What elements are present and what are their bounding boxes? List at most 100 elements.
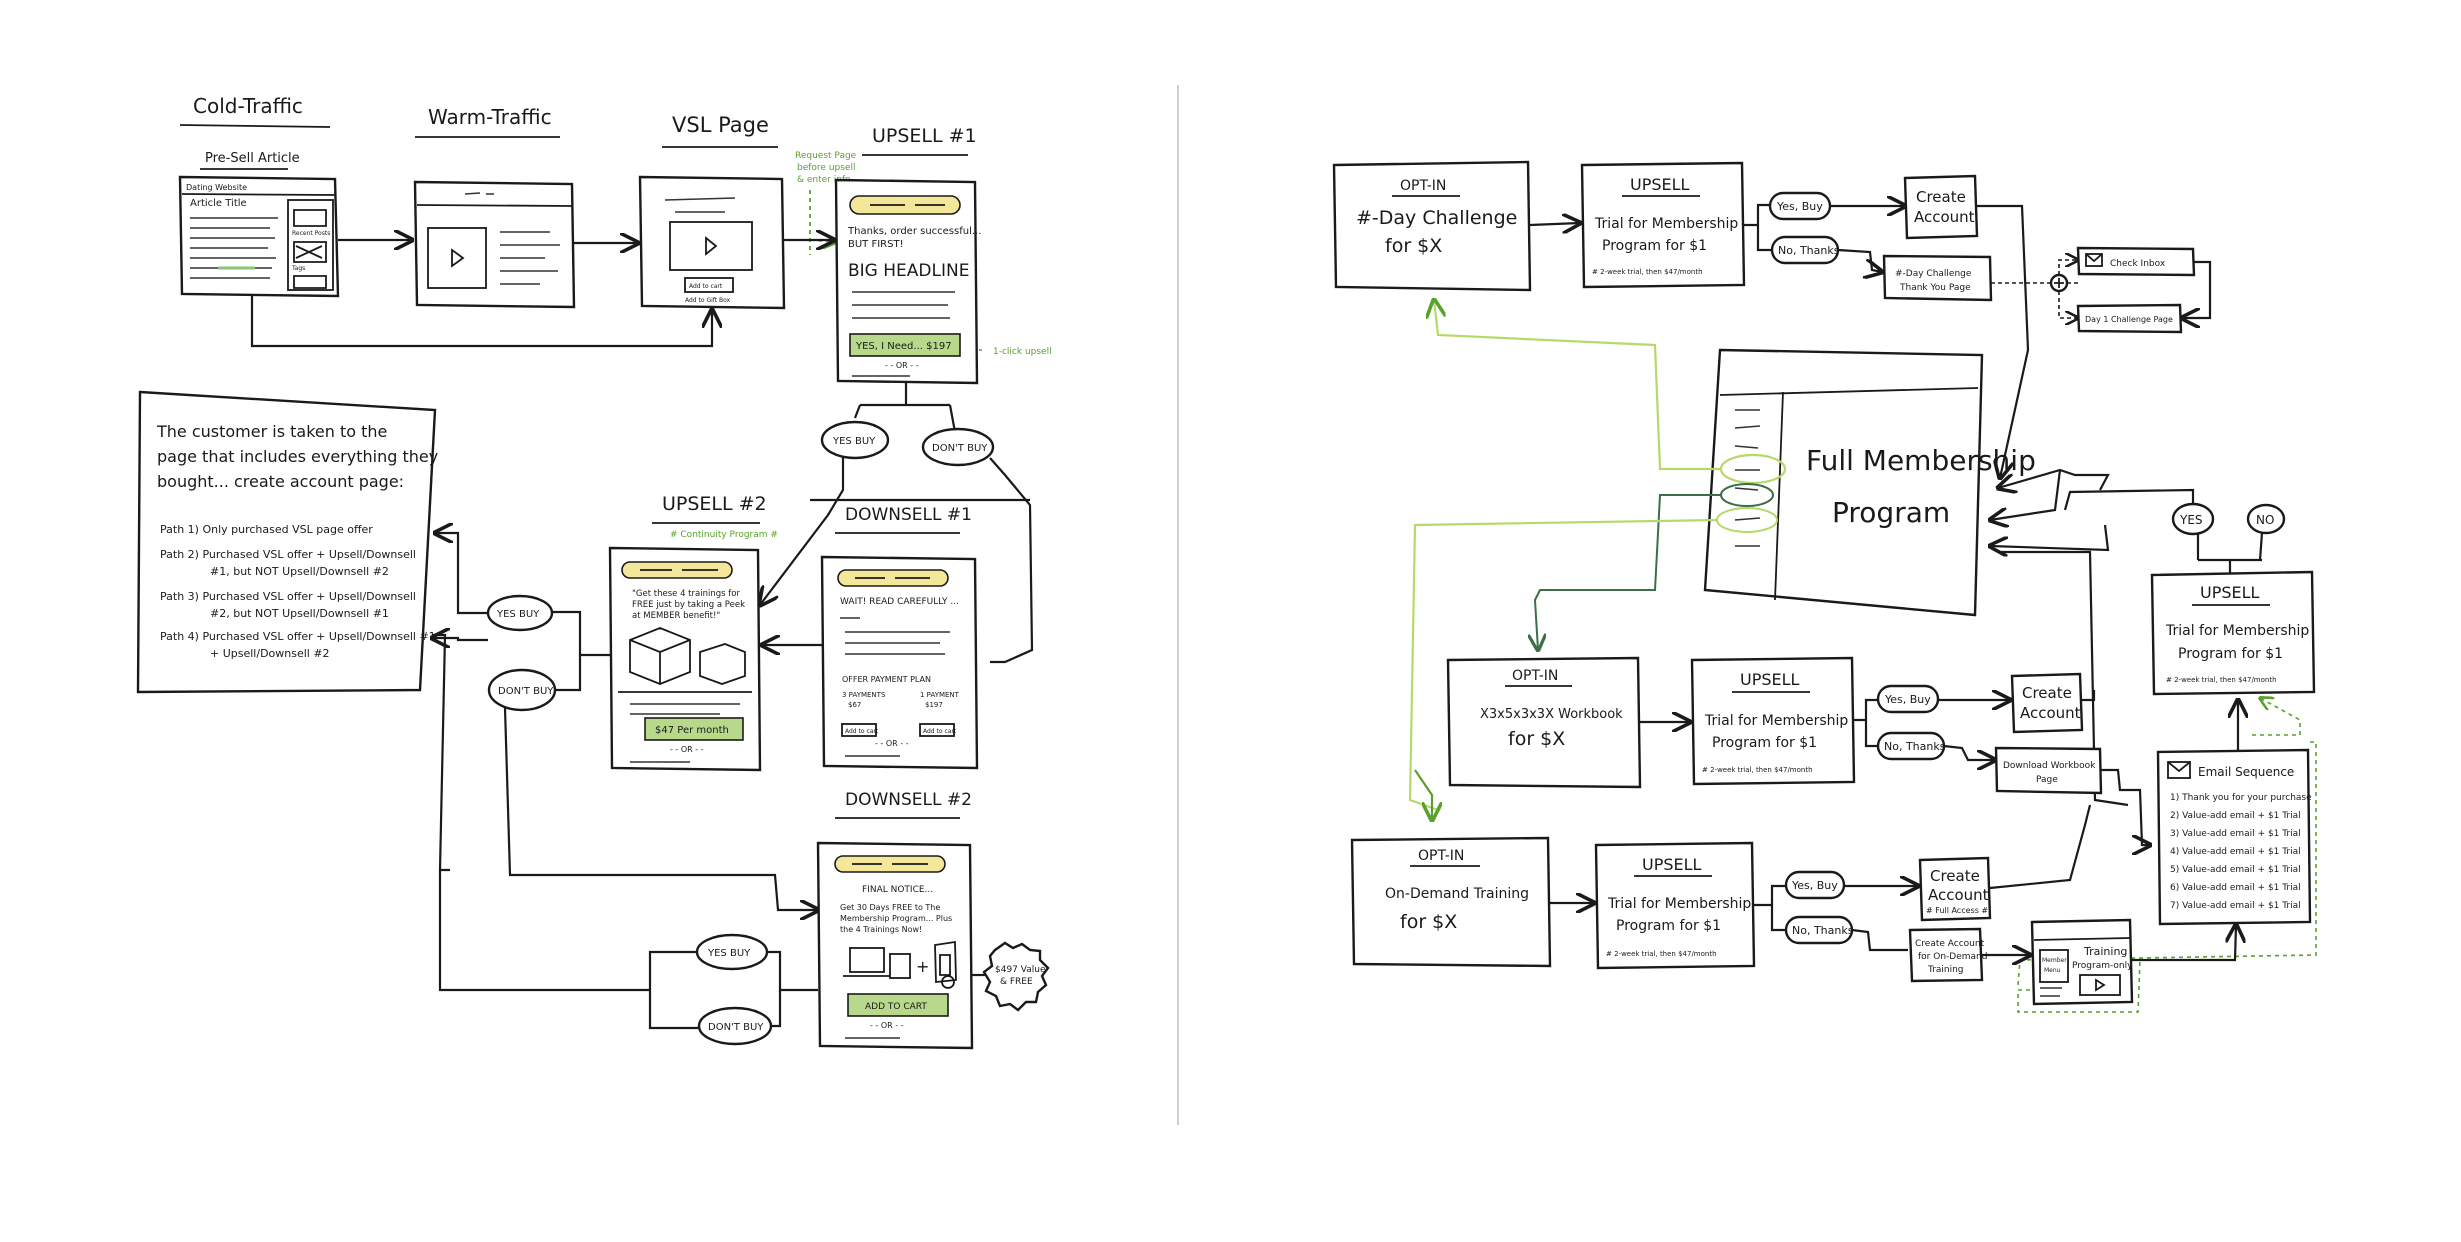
create-account-full-c: # Full Access #	[1926, 906, 1988, 915]
presell-caption: Pre-Sell Article	[205, 151, 300, 166]
training-side-b: Menu	[2044, 967, 2061, 974]
upsell-trial-3-line1: Trial for Membership	[1607, 896, 1751, 912]
membership-line1: Full Membership	[1806, 444, 2036, 477]
optin1-line2: for $X	[1385, 235, 1442, 257]
header-downsell-1: DOWNSELL #1	[845, 505, 972, 525]
header-cold-traffic: Cold-Traffic	[193, 94, 303, 118]
downsell1-offer: OFFER PAYMENT PLAN	[842, 675, 931, 684]
note-one-click: 1-click upsell	[993, 347, 1052, 357]
create-account-2-a: Create	[2022, 684, 2072, 702]
right-funnel: OPT-IN #-Day Challenge for $X UPSELL Tri…	[1332, 160, 2317, 1013]
create-ondemand-box	[1908, 927, 1984, 983]
account-note-intro-3: bought... create account page:	[157, 472, 404, 491]
badge-line-1: $497 Value	[995, 965, 1046, 975]
upsell1-or: - - OR - -	[885, 361, 919, 370]
upsell2-body-2: FREE just by taking a Peek	[632, 600, 745, 610]
upsell-trial-2-title: UPSELL	[1740, 670, 1800, 689]
decision-dont-buy-bottom	[697, 1006, 773, 1046]
upsell-1-page: Thanks, order successful... BUT FIRST! B…	[834, 178, 981, 385]
left-funnel: Cold-Traffic Warm-Traffic VSL Page UPSEL…	[136, 94, 1052, 1050]
header-warm-traffic: Warm-Traffic	[428, 105, 552, 129]
request-page-note: Request Page before upsell & enter info …	[795, 151, 1052, 357]
no-thanks-pill-1-label: No, Thanks	[1778, 244, 1840, 257]
challenge-thankyou-b: Thank You Page	[1899, 283, 1971, 293]
upsell-trial-2-box: UPSELL Trial for Membership Program for …	[1690, 656, 1856, 786]
download-workbook-b: Page	[2036, 775, 2058, 785]
downsell1-wait: WAIT! READ CAREFULLY ...	[840, 597, 959, 607]
account-note-path-3b: #2, but NOT Upsell/Downsell #1	[210, 607, 389, 620]
optin3-line1: On-Demand Training	[1385, 886, 1529, 902]
downsell1-btn-b: Add to cart	[923, 728, 957, 735]
email-item-7: 7) Value-add email + $1 Trial	[2170, 901, 2301, 911]
decision-yes-buy-bottom-label: YES BUY	[707, 948, 751, 959]
create-ondemand-a: Create Account	[1915, 939, 1985, 949]
upsell1-headline: BIG HEADLINE	[848, 261, 969, 281]
note-request-2: before upsell	[797, 163, 855, 173]
note-request-1: Request Page	[795, 151, 857, 161]
create-account-full-a: Create	[1930, 867, 1980, 885]
downsell-1-page: WAIT! READ CAREFULLY ... OFFER PAYMENT P…	[820, 555, 979, 770]
email-item-2: 2) Value-add email + $1 Trial	[2170, 811, 2301, 821]
downsell2-final: FINAL NOTICE...	[862, 885, 933, 895]
upsell2-body-3: at MEMBER benefit!"	[632, 611, 720, 621]
day1-challenge-label: Day 1 Challenge Page	[2085, 315, 2173, 324]
optin2-line1: X3x5x3x3X Workbook	[1480, 707, 1623, 722]
no-pill	[2246, 503, 2286, 535]
upsell-2-page: "Get these 4 trainings for FREE just by …	[608, 546, 762, 772]
create-account-full-box	[1918, 856, 1992, 922]
upsell2-body-1: "Get these 4 trainings for	[632, 589, 740, 599]
email-sequence-box: Email Sequence 1) Thank you for your pur…	[2156, 748, 2312, 926]
presell-site-logo: Dating Website	[186, 183, 247, 192]
decision-dont-buy-top	[921, 427, 995, 467]
note-request-3: & enter info	[797, 175, 851, 185]
upsell-right-title: UPSELL	[2200, 583, 2260, 602]
downsell1-btn-a: Add to cart	[845, 728, 879, 735]
upsell1-thanks: Thanks, order successful...	[847, 226, 981, 237]
yes-buy-pill-2-label: Yes, Buy	[1884, 693, 1931, 706]
email-item-4: 4) Value-add email + $1 Trial	[2170, 847, 2301, 857]
training-program-b: Program-only	[2072, 961, 2133, 971]
decision-yes-buy-top-label: YES BUY	[832, 436, 876, 447]
create-ondemand-c: Training	[1927, 965, 1964, 975]
vsl-page-wireframe: Add to cart Add to Gift Box	[638, 175, 786, 310]
header-vsl-page: VSL Page	[672, 113, 769, 137]
upsell2-subtitle: # Continuity Program #	[670, 530, 778, 540]
presell-article-title: Article Title	[190, 198, 247, 209]
downsell2-or: - - OR - -	[870, 1021, 904, 1030]
optin3-line2: for $X	[1400, 911, 1457, 933]
email-item-5: 5) Value-add email + $1 Trial	[2170, 865, 2301, 875]
downsell2-body-1: Get 30 Days FREE to The	[840, 903, 940, 912]
downsell1-col2-a: 1 PAYMENT	[920, 691, 960, 699]
account-note-intro-2: page that includes everything they	[157, 447, 438, 466]
account-note-path-2: Path 2) Purchased VSL offer + Upsell/Dow…	[160, 548, 416, 561]
upsell-trial-2-line1: Trial for Membership	[1704, 713, 1848, 729]
no-label: NO	[2256, 513, 2274, 527]
upsell-right-line1: Trial for Membership	[2165, 623, 2309, 639]
upsell1-cta: YES, I Need... $197	[855, 341, 952, 352]
downsell1-col1-b: $67	[848, 701, 861, 709]
upsell-right-line2: Program for $1	[2178, 646, 2283, 662]
challenge-thankyou-box	[1882, 254, 1993, 302]
upsell1-but-first: BUT FIRST!	[848, 239, 904, 250]
optin-workbook-box: OPT-IN X3x5x3x3X Workbook for $X	[1446, 656, 1642, 789]
challenge-thankyou-a: #-Day Challenge	[1895, 269, 1972, 279]
account-note-path-4b: + Upsell/Downsell #2	[210, 647, 330, 660]
email-item-3: 3) Value-add email + $1 Trial	[2170, 829, 2301, 839]
training-side-a: Member	[2042, 957, 2067, 964]
header-downsell-2: DOWNSELL #2	[845, 790, 972, 810]
account-note-box: The customer is taken to the page that i…	[136, 390, 438, 694]
optin1-title: OPT-IN	[1400, 178, 1446, 194]
upsell-trial-3-box: UPSELL Trial for Membership Program for …	[1594, 841, 1756, 970]
value-badge	[982, 941, 1050, 1012]
upsell2-or: - - OR - -	[670, 745, 704, 754]
no-thanks-pill-2-label: No, Thanks	[1884, 740, 1946, 753]
vsl-add-gift: Add to Gift Box	[685, 297, 731, 304]
upsell-trial-1-box: UPSELL Trial for Membership Program for …	[1580, 161, 1746, 289]
yes-buy-pill-1-label: Yes, Buy	[1776, 200, 1823, 213]
downsell2-body-3: the 4 Trainings Now!	[840, 925, 922, 934]
check-inbox-box	[2076, 246, 2196, 277]
header-upsell-2: UPSELL #2	[662, 493, 767, 515]
downsell1-col1-a: 3 PAYMENTS	[842, 691, 886, 699]
optin2-title: OPT-IN	[1512, 668, 1558, 684]
